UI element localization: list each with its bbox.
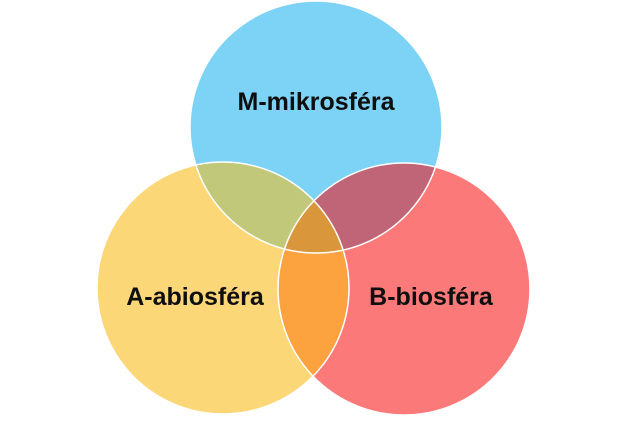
overlap-m-b [278, 163, 442, 253]
overlap-m-a [190, 162, 349, 253]
label-a-abiosfera: A-abiosféra [126, 283, 265, 311]
circle-outlines [96, 0, 531, 416]
label-m-mikrosfera: M-mikrosféra [238, 88, 396, 116]
label-b-biosfera: B-biosféra [369, 283, 494, 311]
